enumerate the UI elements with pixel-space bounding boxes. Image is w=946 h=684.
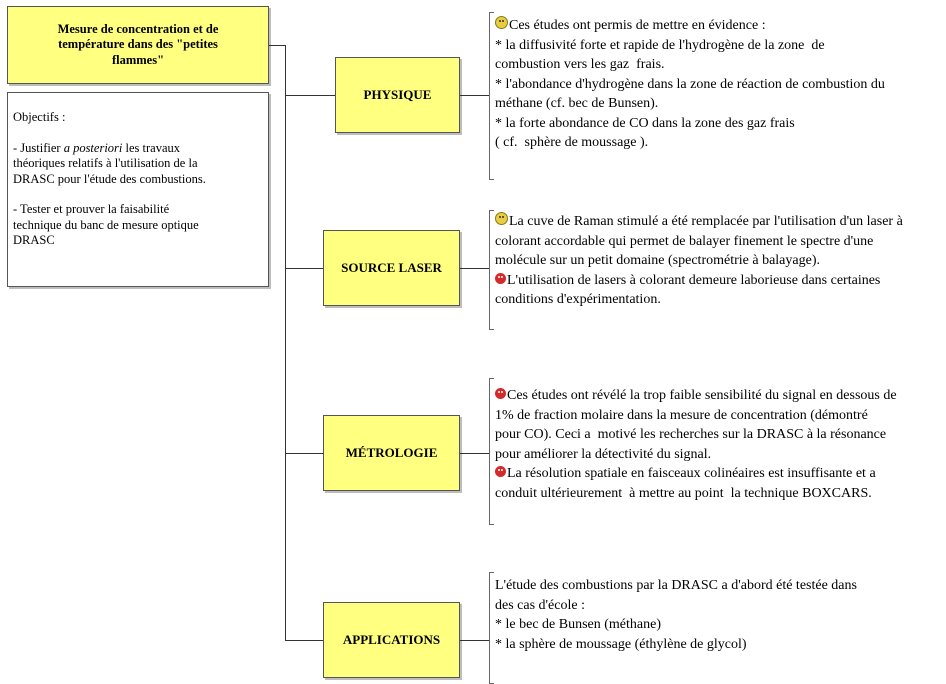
- note-source-laser: La cuve de Raman stimulé a été remplacée…: [495, 212, 946, 328]
- note-line-text: ( cf. sphère de moussage ).: [495, 135, 649, 150]
- note-line-text: L'utilisation de lasers à colorant demeu…: [507, 272, 881, 288]
- smiley-icon: [495, 16, 508, 29]
- connector-applications: [285, 640, 323, 641]
- note-line: conduit ultérieurement à mettre au point…: [495, 484, 946, 504]
- note-line: conditions d'expérimentation.: [495, 290, 946, 310]
- frown-icon: [495, 388, 506, 399]
- note-line: * le bec de Bunsen (méthane): [495, 615, 946, 635]
- title-line-1: Mesure de concentration et de: [57, 21, 219, 36]
- note-line-text: * la forte abondance de CO dans la zone …: [495, 115, 795, 131]
- note-line-text: 1% de fraction molaire dans la mesure de…: [495, 407, 868, 423]
- note-line: des cas d'école :: [495, 596, 946, 616]
- title-box: Mesure de concentration et de températur…: [7, 6, 269, 84]
- note-line: 1% de fraction molaire dans la mesure de…: [495, 406, 946, 426]
- note-line-text: pour CO). Ceci a motivé les recherches s…: [495, 427, 887, 442]
- note-line: ( cf. sphère de moussage ).: [495, 133, 946, 153]
- connector-physique: [285, 95, 335, 96]
- connector-applications-note: [460, 640, 489, 641]
- note-line-text: combustion vers les gaz frais.: [495, 57, 665, 72]
- note-line-text: pour améliorer la détectivité du signal.: [495, 446, 712, 462]
- note-metrologie: Ces études ont révélé la trop faible sen…: [495, 386, 946, 522]
- note-line: * la sphère de moussage (éthylène de gly…: [495, 635, 946, 655]
- note-line-text: conduit ultérieurement à mettre au point…: [495, 485, 872, 501]
- note-line: La cuve de Raman stimulé a été remplacée…: [495, 212, 946, 232]
- note-line-text: colorant accordable qui permet de balaye…: [495, 233, 874, 249]
- connector-from-title: [269, 45, 285, 46]
- note-line: * la diffusivité forte et rapide de l'hy…: [495, 36, 946, 56]
- objectives-box: Objectifs : - Justifier a posteriori les…: [7, 92, 269, 287]
- note-applications: L'étude des combustions par la DRASC a d…: [495, 576, 946, 668]
- note-line: * l'abondance d'hydrogène dans la zone d…: [495, 75, 946, 95]
- connector-source-laser: [285, 268, 323, 269]
- topic-source-laser: SOURCE LASER: [323, 230, 460, 306]
- note-physique: Ces études ont permis de mettre en évide…: [495, 16, 946, 176]
- connector-physique-note: [460, 95, 489, 96]
- note-line-text: La résolution spatiale en faisceaux coli…: [507, 466, 876, 481]
- connector-source-laser-note: [460, 268, 489, 269]
- title-line-3: flammes": [111, 52, 165, 67]
- note-line: méthane (cf. bec de Bunsen).: [495, 94, 946, 114]
- objectives-heading: Objectifs :: [13, 110, 66, 124]
- note-line-text: * la diffusivité forte et rapide de l'hy…: [495, 37, 825, 53]
- frown-icon: [495, 272, 506, 284]
- note-line-text: La cuve de Raman stimulé a été remplacée…: [509, 214, 903, 229]
- note-line-text: L'étude des combustions par la DRASC a d…: [495, 578, 857, 593]
- note-line: combustion vers les gaz frais.: [495, 55, 946, 75]
- note-line: pour CO). Ceci a motivé les recherches s…: [495, 425, 946, 445]
- topic-physique: PHYSIQUE: [335, 57, 460, 133]
- bracket-metrologie: [489, 378, 494, 525]
- frown-icon: [495, 466, 506, 477]
- title-line-2: température dans des "petites: [58, 37, 218, 52]
- note-line-text: molécule sur un petit domaine (spectromé…: [495, 253, 820, 268]
- note-line-text: conditions d'expérimentation.: [495, 292, 661, 307]
- topic-applications: APPLICATIONS: [323, 602, 460, 678]
- connector-metrologie-note: [460, 453, 489, 454]
- note-line: La résolution spatiale en faisceaux coli…: [495, 464, 946, 484]
- note-line-text: Ces études ont permis de mettre en évide…: [509, 18, 766, 33]
- note-line-text: Ces études ont révélé la trop faible sen…: [507, 388, 897, 403]
- bracket-physique: [489, 12, 494, 180]
- note-line-text: * l'abondance d'hydrogène dans la zone d…: [495, 76, 885, 92]
- smiley-icon: [495, 212, 508, 225]
- connector-metrologie: [285, 453, 323, 454]
- note-line: colorant accordable qui permet de balaye…: [495, 232, 946, 252]
- note-line: molécule sur un petit domaine (spectromé…: [495, 251, 946, 271]
- note-line: Ces études ont révélé la trop faible sen…: [495, 386, 946, 406]
- note-line-text: * le bec de Bunsen (méthane): [495, 617, 661, 632]
- topic-metrologie: MÉTROLOGIE: [323, 415, 460, 491]
- connector-trunk: [285, 45, 286, 641]
- note-line-text: méthane (cf. bec de Bunsen).: [495, 96, 659, 111]
- note-line: L'utilisation de lasers à colorant demeu…: [495, 271, 946, 291]
- bracket-source-laser: [489, 210, 494, 330]
- objective-2: - Tester et prouver la faisabilité techn…: [13, 202, 199, 247]
- note-line-text: * la sphère de moussage (éthylène de gly…: [495, 636, 747, 652]
- note-line: pour améliorer la détectivité du signal.: [495, 445, 946, 465]
- note-line: * la forte abondance de CO dans la zone …: [495, 114, 946, 134]
- bracket-applications: [489, 572, 494, 684]
- note-line: Ces études ont permis de mettre en évide…: [495, 16, 946, 36]
- note-line: L'étude des combustions par la DRASC a d…: [495, 576, 946, 596]
- note-line-text: des cas d'école :: [495, 597, 585, 613]
- objective-1: - Justifier a posteriori les travaux thé…: [13, 140, 206, 186]
